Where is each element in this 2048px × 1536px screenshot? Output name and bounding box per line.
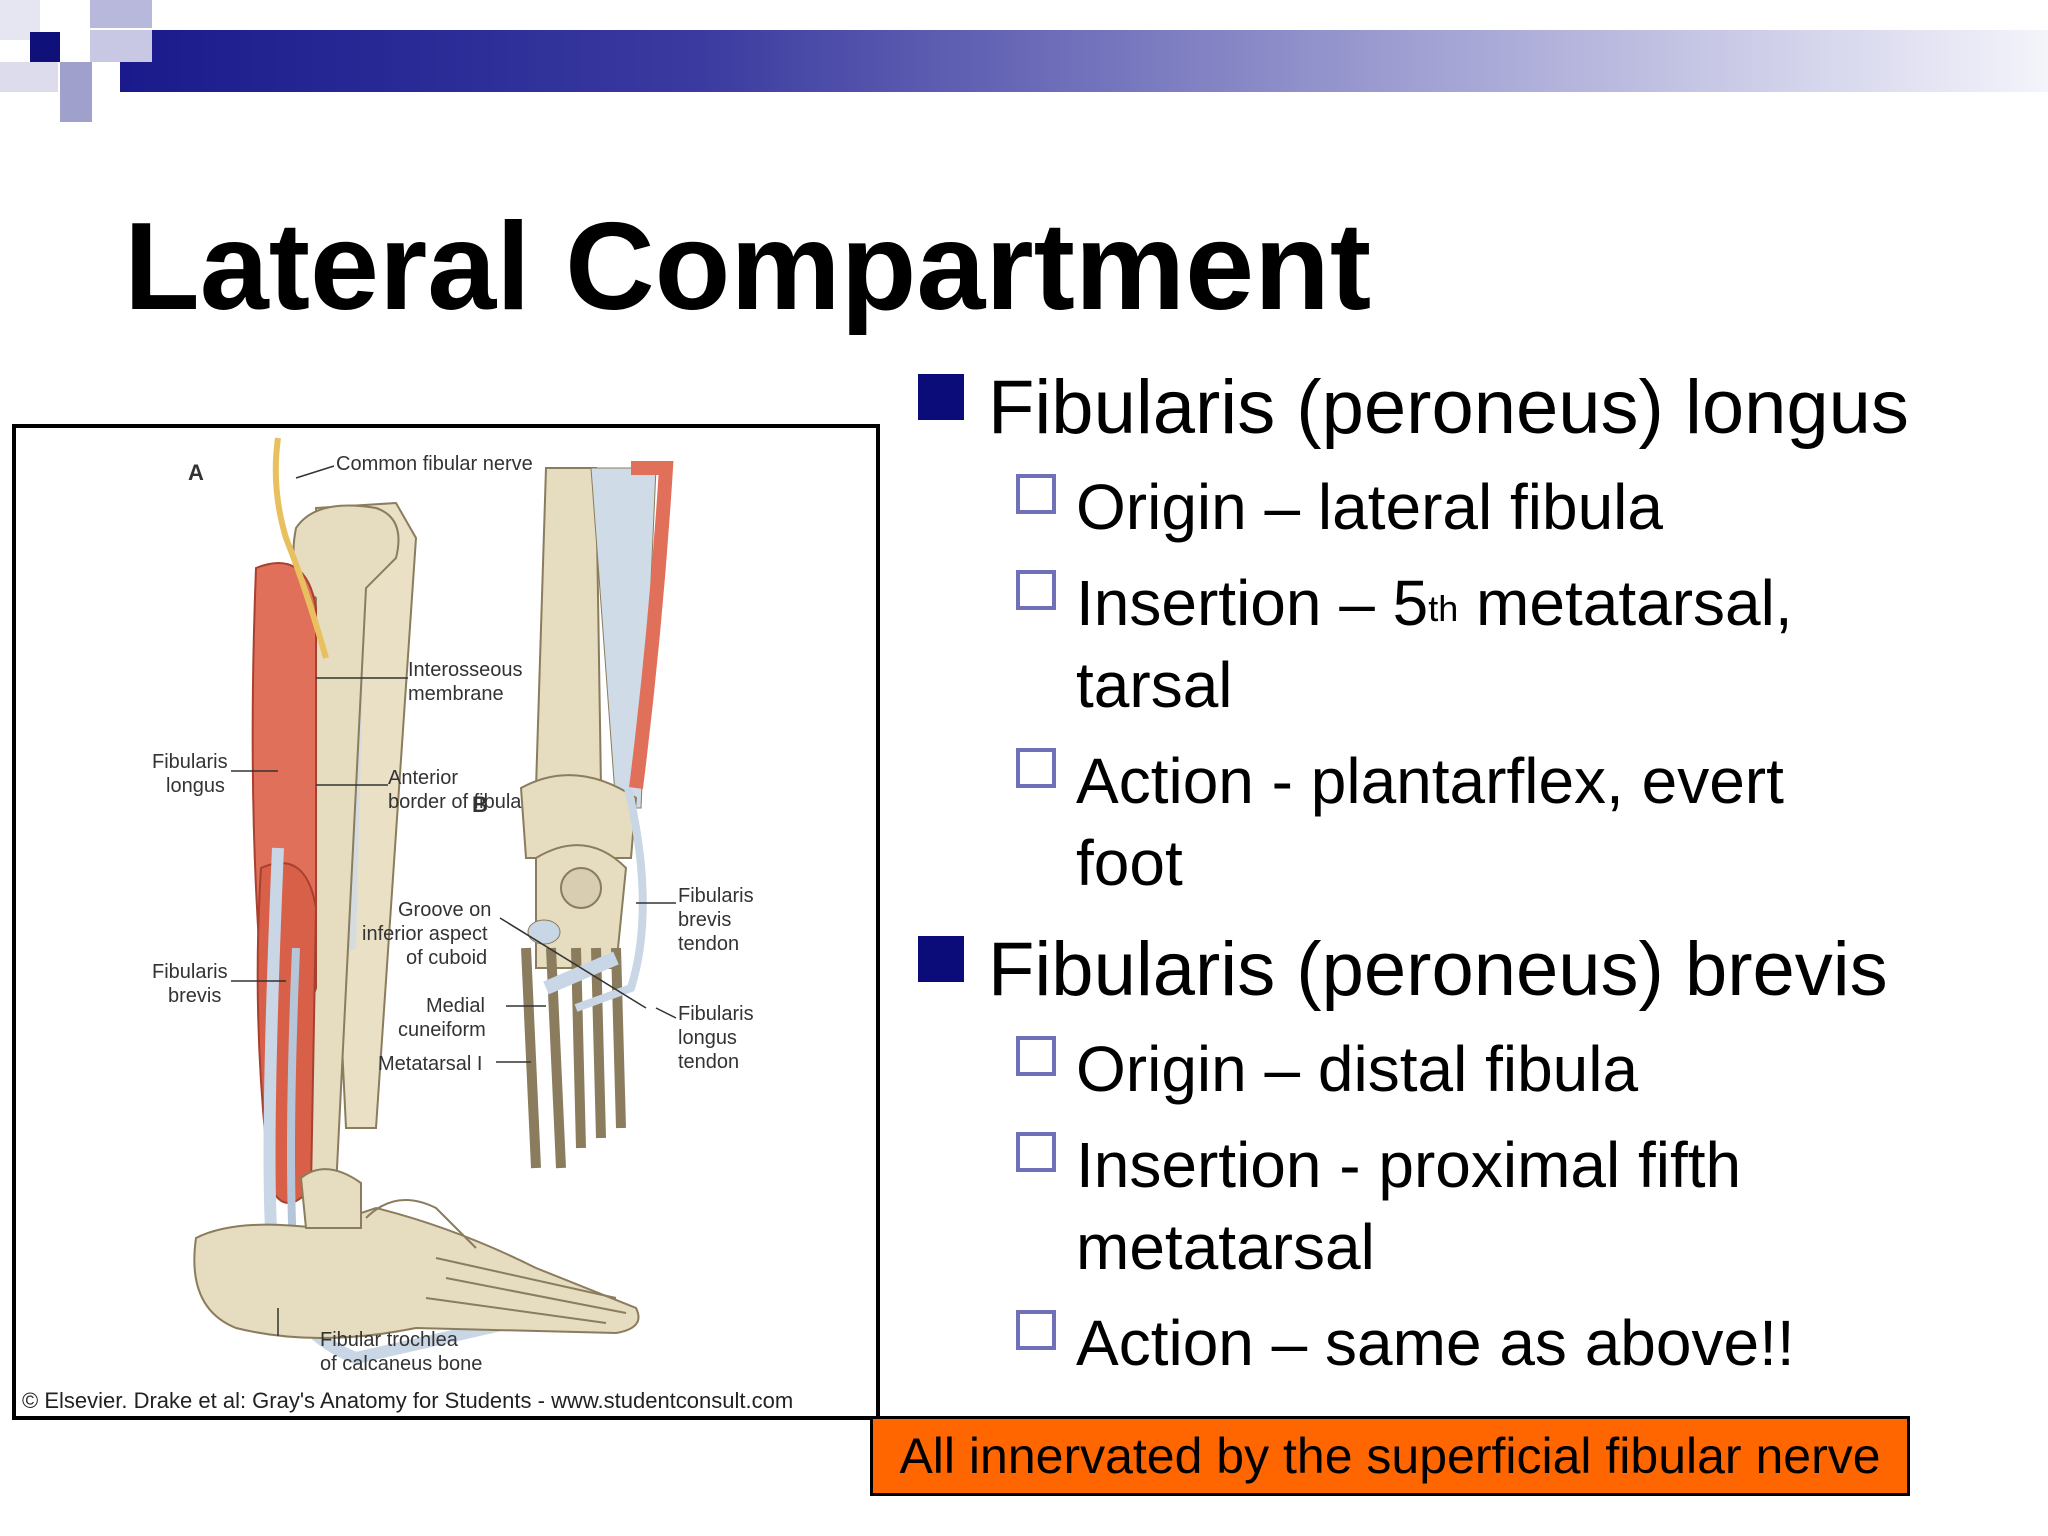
label-fibularis-brevis-2: brevis (168, 985, 221, 1007)
slide-title: Lateral Compartment (124, 198, 1372, 336)
sub-bullet-square-icon (1016, 748, 1056, 788)
bullet-fibularis-longus: Fibularis (peroneus) longus (918, 364, 1909, 451)
sub-bullet-brevis-origin: Origin – distal fibula (1016, 1028, 1639, 1110)
superscript: th (1428, 588, 1459, 629)
label-metatarsal: Metatarsal I (378, 1053, 482, 1075)
sub-bullet-text-cont: metatarsal, (1458, 567, 1793, 639)
sub-bullet-square-icon (1016, 1036, 1056, 1076)
label-common-fibular-nerve: Common fibular nerve (336, 453, 533, 475)
header-square-mid-3 (0, 62, 58, 92)
label-fib-longus-tendon-1: Fibularis (678, 1003, 754, 1025)
label-groove-2: inferior aspect (362, 923, 488, 945)
label-fib-longus-tendon-3: tendon (678, 1051, 739, 1073)
sub-bullet-brevis-action: Action – same as above!! (1016, 1302, 1795, 1384)
label-groove-1: Groove on (398, 899, 491, 921)
sub-bullet-text-line2: foot (1076, 827, 1183, 899)
sub-bullet-square-icon (1016, 474, 1056, 514)
label-fib-brevis-tendon-2: brevis (678, 909, 731, 931)
bullet-fibularis-brevis: Fibularis (peroneus) brevis (918, 926, 1888, 1013)
header-square-light-2 (90, 0, 152, 28)
bullet-text: Fibularis (peroneus) brevis (988, 927, 1888, 1012)
sub-bullet-text: Origin – distal fibula (1076, 1033, 1639, 1105)
innervation-note: All innervated by the superficial fibula… (870, 1416, 1910, 1496)
sub-bullet-brevis-insertion: Insertion - proximal fifth metatarsal (1016, 1124, 1742, 1288)
figure-credit: © Elsevier. Drake et al: Gray's Anatomy … (22, 1388, 794, 1413)
anatomy-illustration: A B Common fibular nerve Interosseous me… (152, 437, 754, 1375)
header-square-dark (30, 32, 60, 62)
panel-a-label: A (188, 460, 204, 485)
label-medial-1: Medial (426, 995, 485, 1017)
sub-bullet-text: Action – same as above!! (1076, 1307, 1795, 1379)
header-band (120, 30, 2048, 92)
bullet-square-icon (918, 936, 964, 982)
sub-bullet-text: Insertion – 5 (1076, 567, 1429, 639)
bullet-text: Fibularis (peroneus) longus (988, 365, 1909, 450)
label-fibularis-longus-2: longus (166, 775, 225, 797)
sub-bullet-longus-origin: Origin – lateral fibula (1016, 466, 1663, 548)
sub-bullet-text: Insertion - proximal fifth (1076, 1129, 1742, 1201)
label-anterior-1: Anterior (388, 767, 458, 789)
label-trochlea-2: of calcaneus bone (320, 1353, 482, 1375)
label-fibularis-brevis-1: Fibularis (152, 961, 228, 983)
label-medial-2: cuneiform (398, 1019, 486, 1041)
header-square-mid-2 (60, 62, 92, 122)
sub-bullet-square-icon (1016, 1132, 1056, 1172)
label-fib-longus-tendon-2: longus (678, 1027, 737, 1049)
header-square-mid-1 (90, 30, 152, 62)
sub-bullet-text-line2: metatarsal (1076, 1211, 1375, 1283)
label-interosseous-2: membrane (408, 683, 504, 705)
label-fibularis-longus-1: Fibularis (152, 751, 228, 773)
anatomy-figure: A B Common fibular nerve Interosseous me… (12, 424, 880, 1420)
panel-b-label: B (472, 792, 488, 817)
label-fib-brevis-tendon-1: Fibularis (678, 885, 754, 907)
sub-bullet-square-icon (1016, 1310, 1056, 1350)
sub-bullet-longus-insertion: Insertion – 5th metatarsal, tarsal (1016, 562, 1793, 726)
sub-bullet-square-icon (1016, 570, 1056, 610)
label-interosseous-1: Interosseous (408, 659, 523, 681)
sub-bullet-text: Origin – lateral fibula (1076, 471, 1663, 543)
bullet-square-icon (918, 374, 964, 420)
label-trochlea-1: Fibular trochlea (320, 1329, 459, 1351)
sub-bullet-text: Action - plantarflex, evert (1076, 745, 1784, 817)
sub-bullet-text-line2: tarsal (1076, 649, 1233, 721)
label-groove-3: of cuboid (406, 947, 487, 969)
label-fib-brevis-tendon-3: tendon (678, 933, 739, 955)
sub-bullet-longus-action: Action - plantarflex, evert foot (1016, 740, 1784, 904)
label-anterior-2: border of fibula (388, 791, 522, 813)
